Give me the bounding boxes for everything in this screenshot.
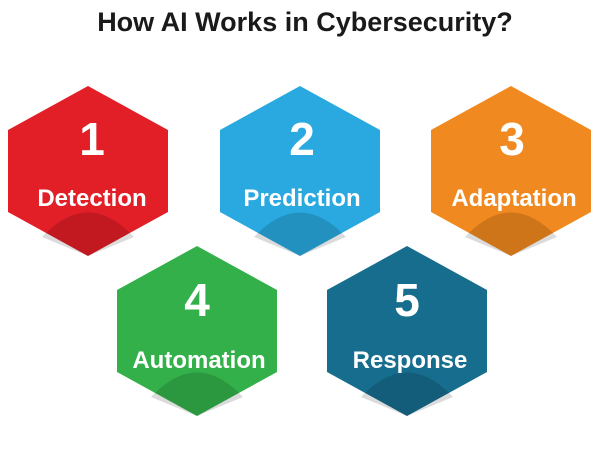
step-4-label: Automation — [132, 347, 265, 374]
step-1-number: 1 — [79, 113, 105, 165]
step-5-bottom-shade — [361, 372, 453, 416]
step-1-hexagon: 1 Detection — [8, 86, 168, 256]
step-4-bottom-shade — [151, 372, 243, 416]
step-2-shape — [220, 86, 380, 256]
step-3-hexagon: 3 Adaptation — [431, 86, 591, 256]
step-5-hexagon: 5 Response — [327, 246, 487, 416]
step-3-label: Adaptation — [451, 185, 576, 212]
step-2-bottom-shade — [254, 212, 346, 256]
step-3-bottom-shade — [465, 212, 557, 256]
step-4-number: 4 — [184, 274, 210, 326]
page-title: How AI Works in Cybersecurity? — [97, 7, 513, 37]
step-5-number: 5 — [394, 274, 420, 326]
step-4-shape — [117, 246, 277, 416]
step-2-hexagon: 2 Prediction — [220, 86, 380, 256]
step-2-label: Prediction — [243, 185, 360, 212]
step-5-shape — [327, 246, 487, 416]
step-2-number: 2 — [289, 113, 315, 165]
step-3-shape — [431, 86, 591, 256]
step-1-bottom-shade — [42, 212, 134, 256]
step-1-label: Detection — [37, 185, 146, 212]
step-3-number: 3 — [499, 113, 525, 165]
step-5-label: Response — [353, 347, 468, 374]
step-1-shape — [8, 86, 168, 256]
step-4-hexagon: 4 Automation — [117, 246, 277, 416]
